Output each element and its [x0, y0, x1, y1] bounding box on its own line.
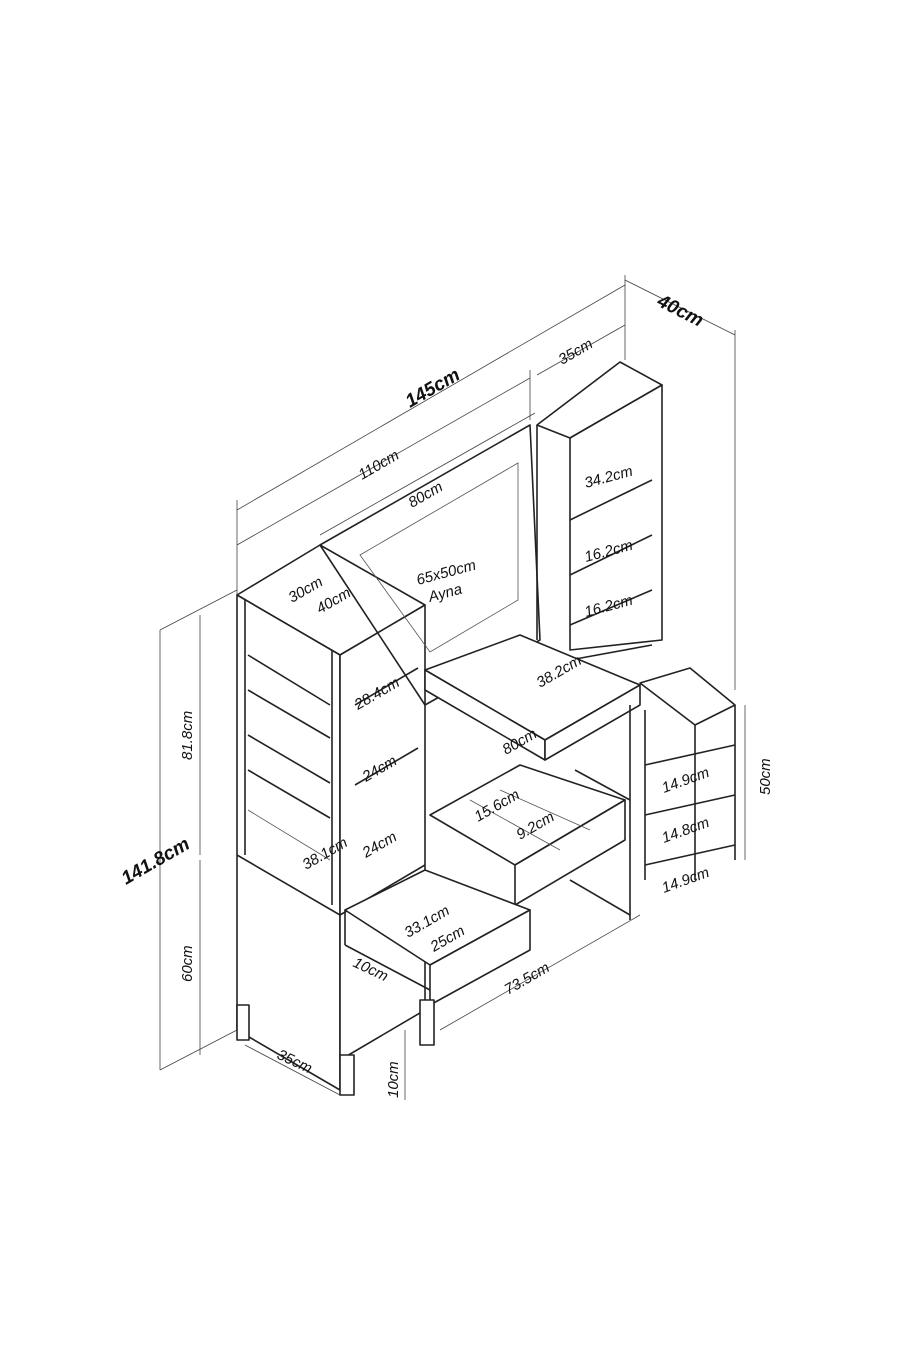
label-side-shelf-3: 14.9cm — [660, 864, 712, 897]
label-width-110: 110cm — [356, 447, 403, 484]
label-leg-height: 10cm — [385, 1061, 402, 1098]
label-side-height: 50cm — [757, 758, 774, 795]
desk — [424, 634, 641, 920]
label-total-width: 145cm — [402, 365, 464, 413]
right-tower — [536, 361, 663, 661]
label-desk-span: 73.5cm — [502, 959, 553, 998]
left-tower — [236, 544, 426, 1096]
upper-drawer — [429, 764, 626, 906]
label-lower-height: 60cm — [179, 945, 196, 982]
label-side-shelf-2: 14.8cm — [660, 814, 712, 847]
label-right-tower-width: 35cm — [556, 335, 596, 368]
label-side-shelf-1: 14.9cm — [660, 764, 712, 797]
lower-drawer — [344, 869, 531, 1046]
label-total-height: 141.8cm — [118, 834, 194, 890]
label-total-depth: 40cm — [653, 290, 707, 331]
side-cabinet — [639, 667, 736, 880]
mirror — [319, 424, 541, 706]
label-upper-height: 81.8cm — [179, 711, 196, 760]
